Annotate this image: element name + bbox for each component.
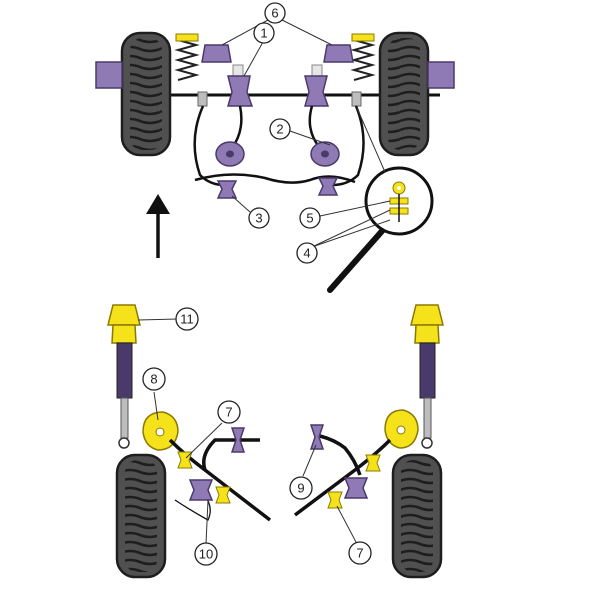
- link-bush-right-lower: [327, 491, 343, 509]
- metal-bracket-left: [197, 91, 208, 107]
- shock-body-left: [116, 342, 133, 399]
- callout-1: 1: [253, 22, 275, 44]
- callout-10: 10: [194, 542, 218, 566]
- front-axle-assembly: [95, 31, 455, 293]
- callout-6: 6: [264, 2, 286, 24]
- wishbone-right-outer: [331, 105, 365, 187]
- callout-3: 3: [248, 207, 270, 229]
- callout-5: 5: [299, 207, 321, 229]
- svg-text:4: 4: [303, 246, 310, 261]
- shock-rod-left: [120, 397, 129, 439]
- rear-right-tyre: [391, 453, 443, 579]
- wishbone-bush-right: [310, 141, 340, 167]
- wishbone-bush-left: [215, 141, 245, 167]
- front-left-tyre: [120, 31, 172, 157]
- wishbone-right-inner: [308, 105, 321, 149]
- outer-bush-right: [427, 61, 455, 89]
- svg-text:10: 10: [199, 547, 213, 562]
- coil-spring-left: [174, 33, 200, 81]
- rear-left-tyre: [115, 453, 167, 579]
- arb-bush-left: [216, 180, 238, 199]
- rear-left-assembly: [107, 304, 272, 579]
- rear-arm-right: [293, 438, 392, 517]
- callout-2: 2: [269, 118, 291, 140]
- svg-text:6: 6: [271, 6, 278, 21]
- callout-4: 4: [296, 242, 318, 264]
- rear-right-assembly: [293, 304, 444, 579]
- top-mount-bush-right: [323, 44, 354, 63]
- lower-arm-bush-right: [343, 477, 369, 499]
- top-mount-bush-left: [201, 44, 232, 63]
- anti-roll-bar: [194, 173, 356, 184]
- svg-text:3: 3: [255, 211, 262, 226]
- link-bush-left-lower: [215, 486, 231, 504]
- subframe-bush-right: [309, 424, 325, 450]
- shock-rod-right: [423, 397, 432, 439]
- link-bush-right-upper: [365, 454, 381, 472]
- callout-7-left: 7: [217, 400, 241, 424]
- svg-text:1: 1: [260, 26, 267, 41]
- metal-bracket-right: [351, 91, 362, 107]
- callout-leaders: [137, 19, 391, 545]
- engine-mount-right: [304, 64, 330, 107]
- subframe-bush-left: [230, 427, 246, 453]
- arb-bush-right: [317, 177, 339, 196]
- shock-top-mount-left: [107, 304, 141, 326]
- engine-mount-left: [227, 64, 254, 107]
- magnifying-glass-icon: [327, 166, 434, 293]
- wishbone-left-outer: [193, 105, 225, 187]
- svg-text:11: 11: [180, 312, 194, 327]
- svg-text:7: 7: [225, 405, 232, 420]
- shock-top-mount-right: [410, 304, 444, 326]
- callout-9: 9: [289, 476, 313, 500]
- svg-text:2: 2: [276, 122, 283, 137]
- up-arrow-icon: [146, 194, 170, 258]
- svg-text:8: 8: [150, 372, 157, 387]
- callout-7-right: 7: [348, 541, 372, 565]
- front-right-tyre: [378, 31, 430, 157]
- coil-spring-right: [350, 33, 376, 81]
- callout-11: 11: [175, 307, 199, 331]
- lower-arm-bush-left: [188, 479, 214, 501]
- svg-text:5: 5: [306, 211, 313, 226]
- outer-bush-left: [95, 61, 123, 89]
- callout-8: 8: [142, 367, 166, 391]
- svg-text:9: 9: [297, 481, 304, 496]
- shock-body-right: [419, 342, 436, 399]
- svg-text:7: 7: [356, 546, 363, 561]
